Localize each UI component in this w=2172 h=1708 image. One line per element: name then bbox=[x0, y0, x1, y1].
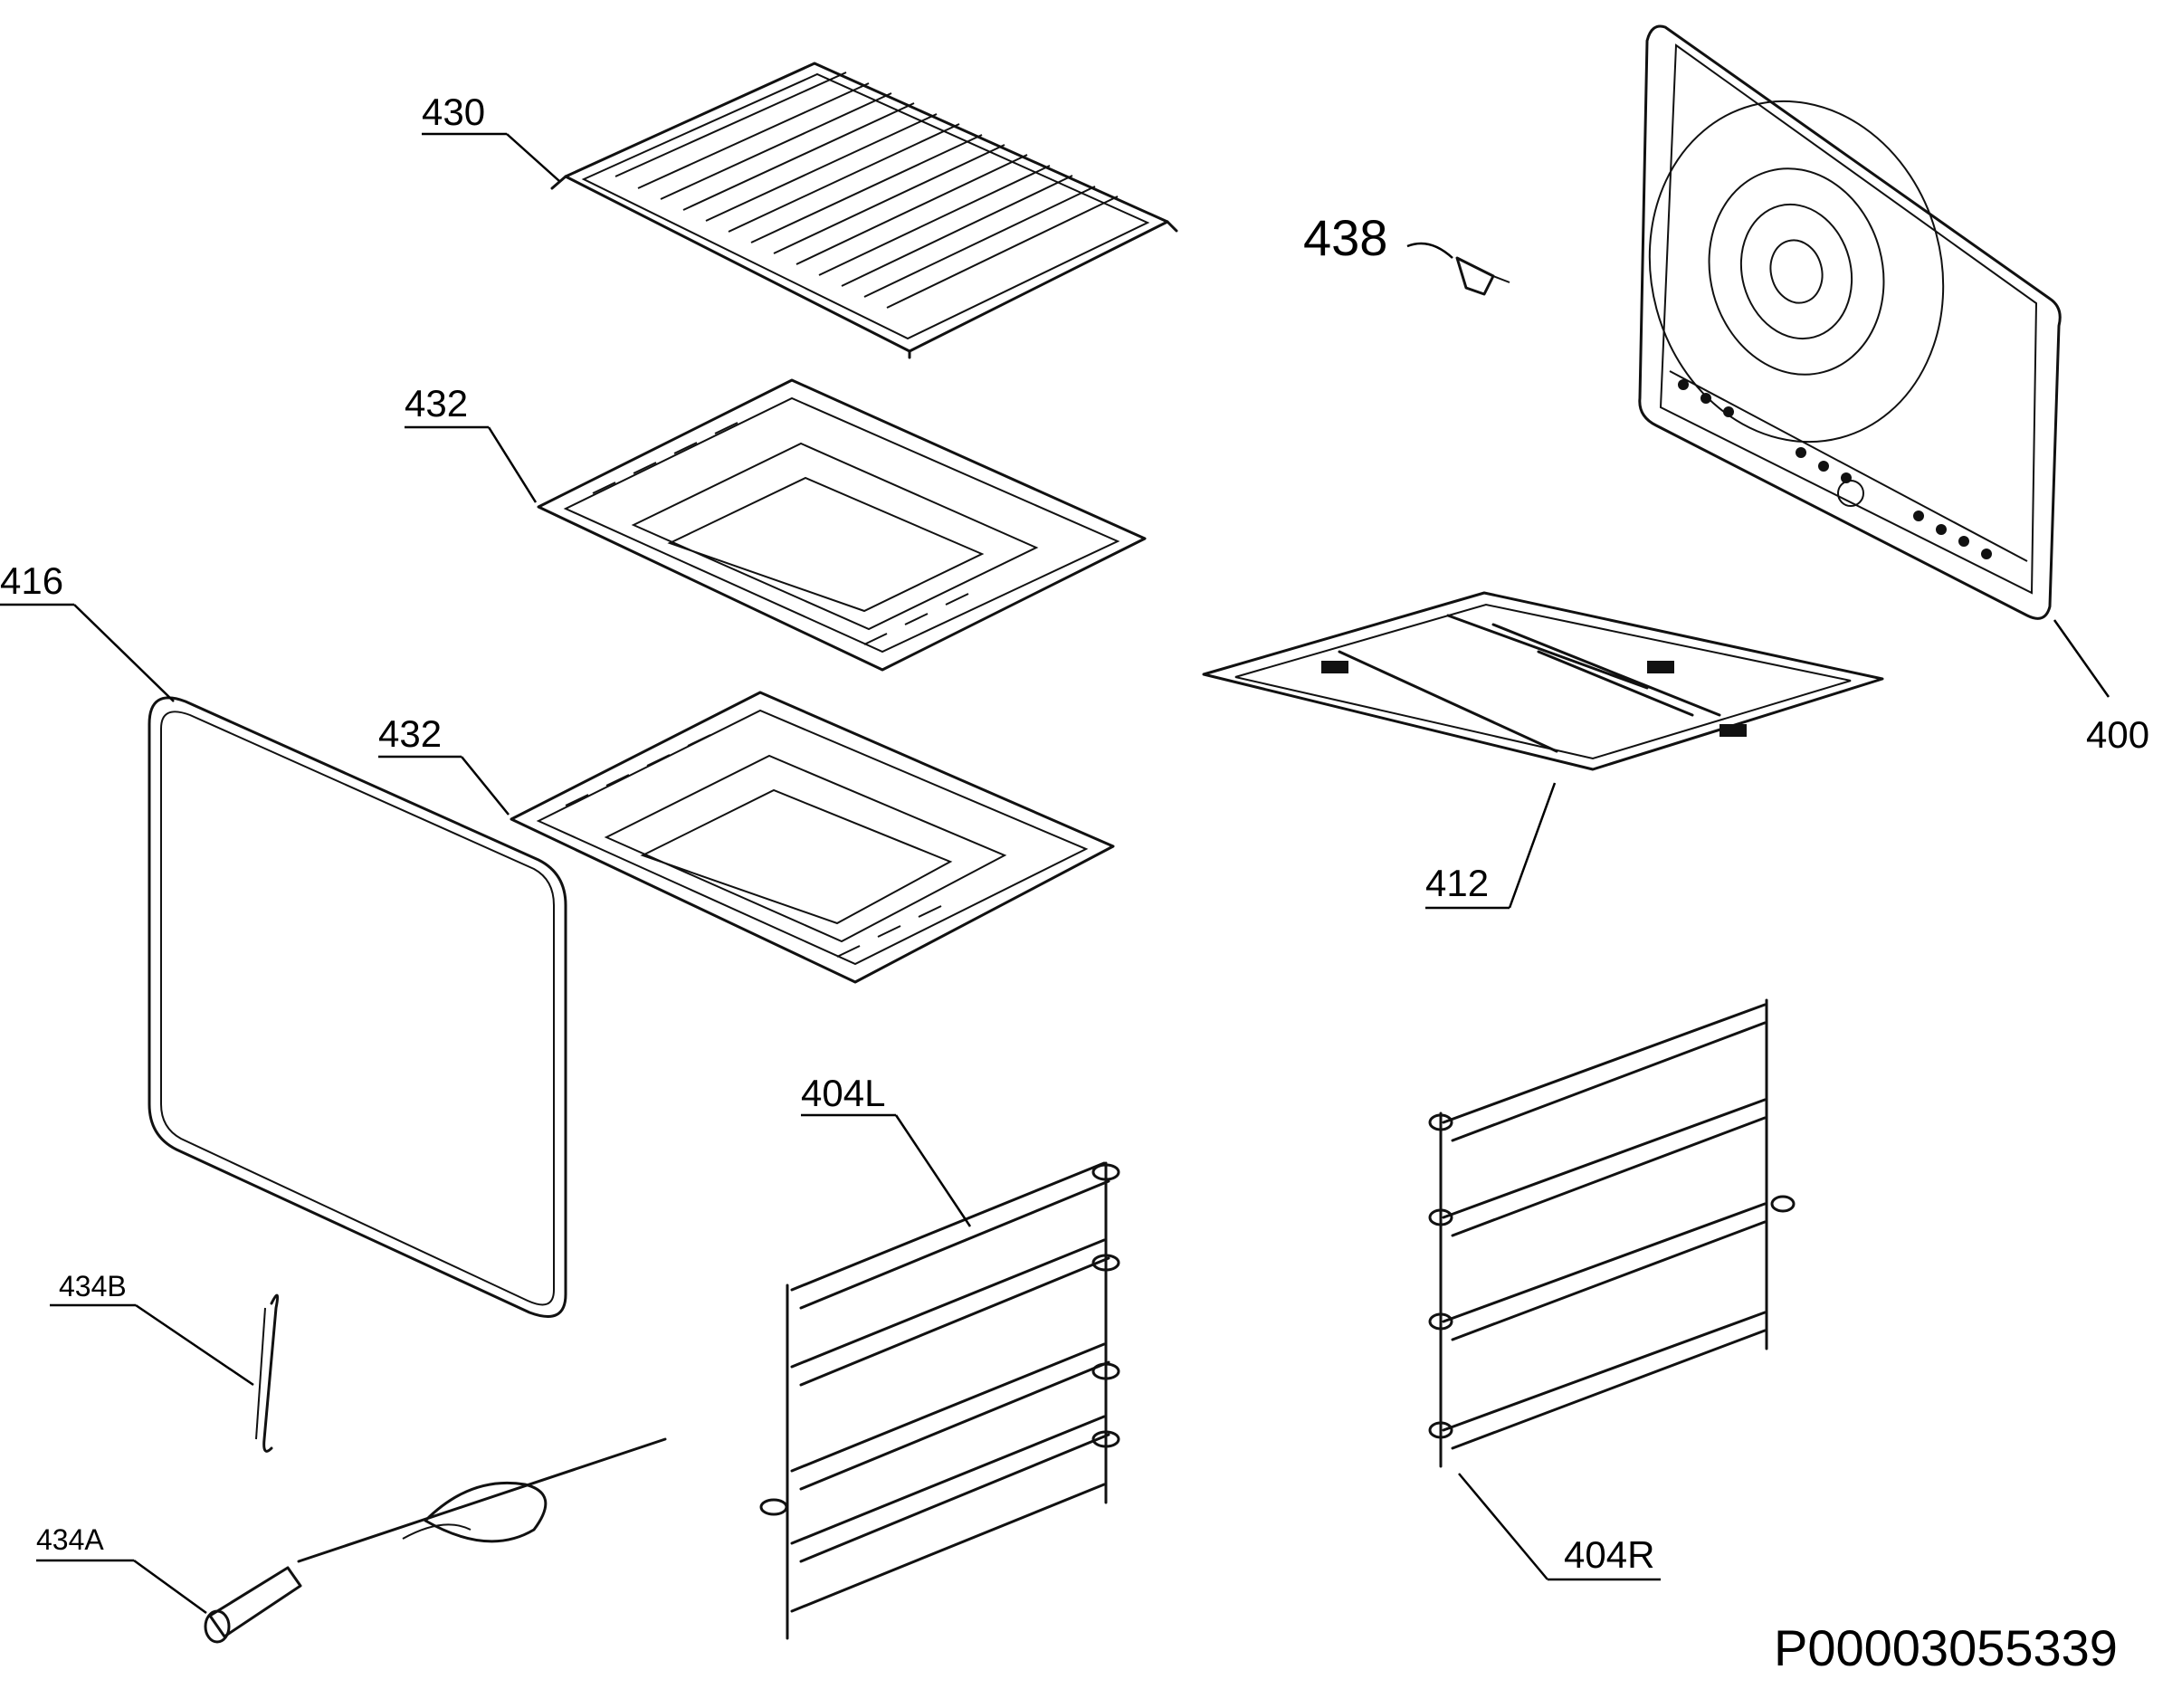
callout-434A: 434A bbox=[36, 1523, 207, 1615]
callout-400: 400 bbox=[2053, 619, 2149, 756]
callout-412: 412 bbox=[1425, 782, 1557, 910]
clip-438 bbox=[1455, 256, 1510, 296]
tray-rim-slots bbox=[565, 734, 942, 958]
label-434A: 434A bbox=[36, 1523, 104, 1556]
vent-holes bbox=[1678, 379, 1992, 559]
callout-430: 430 bbox=[422, 91, 560, 182]
callout-438: 438 bbox=[1303, 209, 1453, 266]
label-438: 438 bbox=[1303, 209, 1387, 266]
label-416: 416 bbox=[0, 559, 63, 602]
label-400: 400 bbox=[2086, 713, 2149, 756]
baking-tray-432-lower bbox=[510, 691, 1115, 984]
shelf-runner-404L bbox=[759, 1161, 1120, 1640]
label-434B: 434B bbox=[59, 1270, 127, 1302]
heating-plate-412 bbox=[1202, 591, 1884, 771]
label-404L: 404L bbox=[801, 1072, 885, 1114]
rotisserie-spit-434A bbox=[204, 1437, 667, 1644]
wire-shelf-430 bbox=[550, 62, 1178, 359]
callout-404R: 404R bbox=[1458, 1473, 1661, 1581]
callout-432-upper: 432 bbox=[405, 382, 538, 503]
callout-416: 416 bbox=[0, 559, 175, 702]
label-412: 412 bbox=[1425, 862, 1489, 904]
callout-432-lower: 432 bbox=[378, 712, 510, 816]
shelf-runner-404R bbox=[1428, 998, 1796, 1468]
door-seal-416 bbox=[148, 696, 567, 1318]
label-430: 430 bbox=[422, 91, 485, 133]
baking-tray-432-upper bbox=[537, 378, 1147, 672]
label-404R: 404R bbox=[1564, 1533, 1654, 1576]
label-432-upper: 432 bbox=[405, 382, 468, 425]
drawing-id: P00003055339 bbox=[1774, 1619, 2118, 1676]
callout-434B: 434B bbox=[50, 1270, 254, 1387]
tray-rim-slots bbox=[592, 422, 969, 645]
hook-434B bbox=[255, 1293, 280, 1453]
label-432-lower: 432 bbox=[378, 712, 442, 755]
back-panel-400 bbox=[1638, 24, 2062, 620]
callout-404L: 404L bbox=[801, 1072, 972, 1227]
